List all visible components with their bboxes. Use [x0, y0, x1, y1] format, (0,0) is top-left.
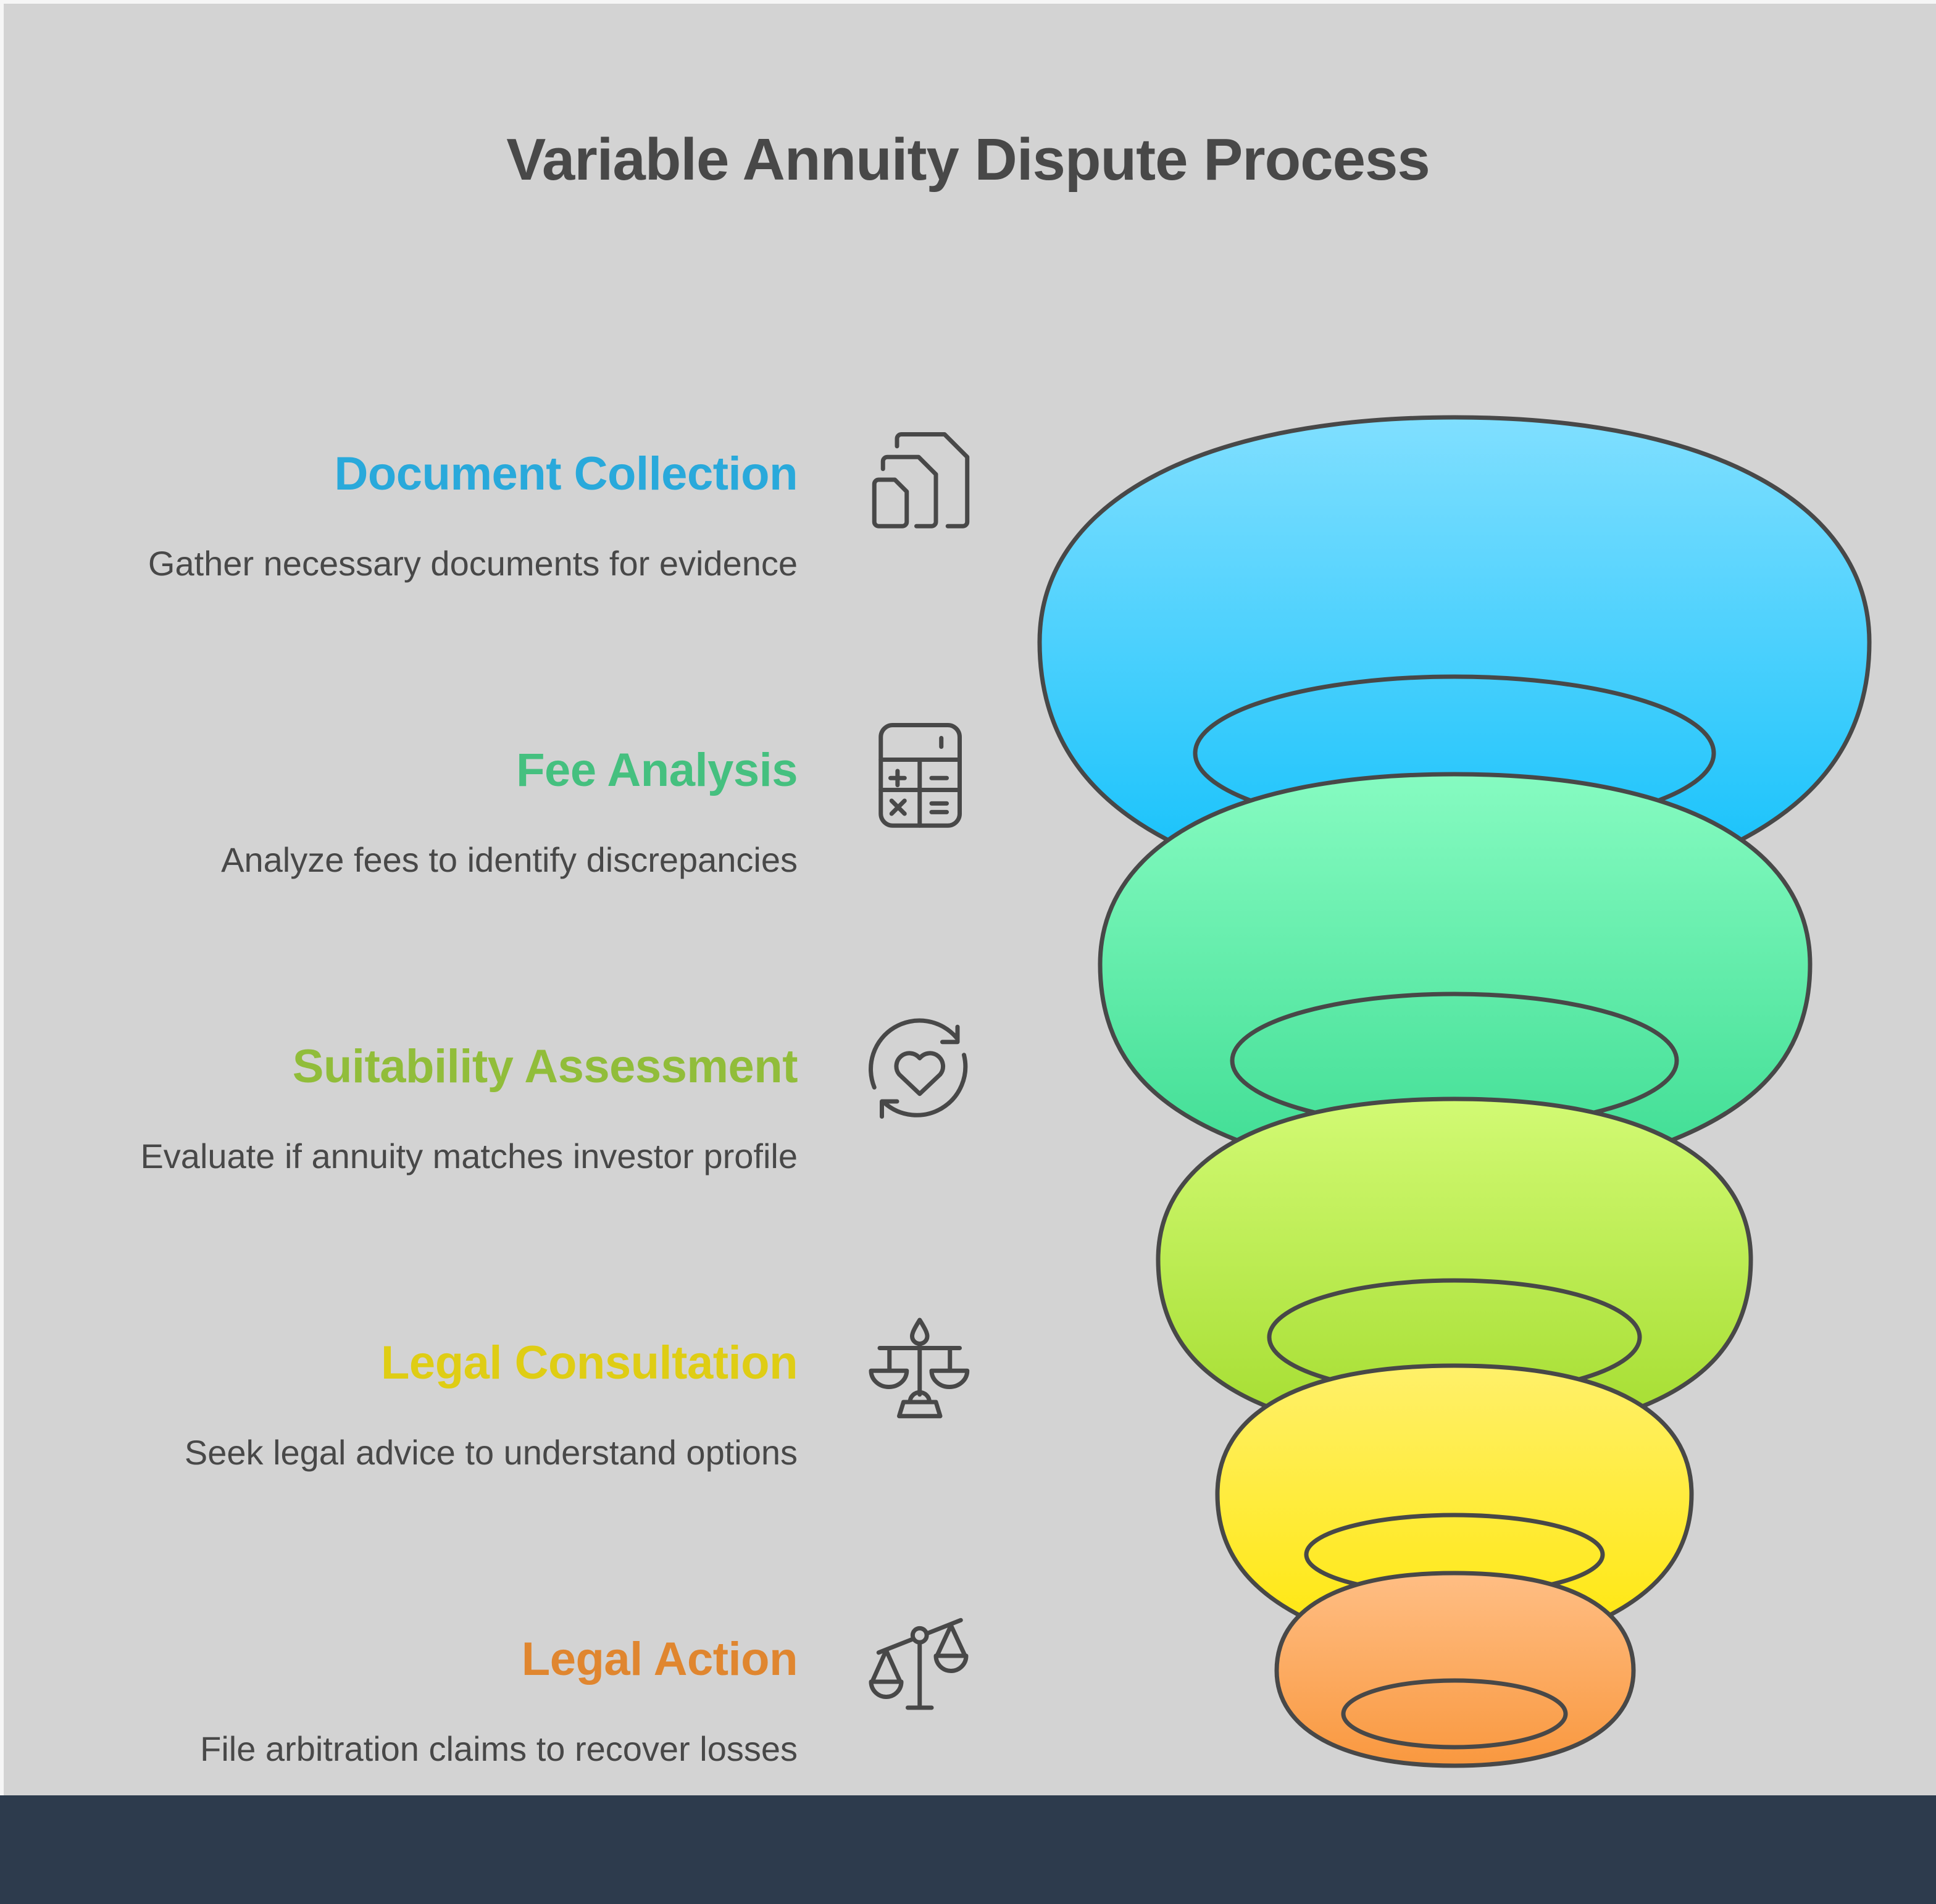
- step-desc-fee-analysis: Analyze fees to identify discrepancies: [221, 840, 798, 879]
- step-desc-legal-action: File arbitration claims to recover losse…: [200, 1729, 798, 1768]
- heart-refresh-icon: [858, 1006, 988, 1136]
- funnel-layer-fee-analysis: [1098, 772, 1813, 1145]
- step-title-suitability-assessment: Suitability Assessment: [292, 1040, 798, 1093]
- step-title-document-collection: Document Collection: [334, 448, 798, 500]
- page-title: Variable Annuity Dispute Process: [506, 127, 1430, 193]
- footer-bar: [0, 1795, 1936, 1904]
- balanced-scale-icon: [858, 1303, 988, 1432]
- tilted-scale-icon: [858, 1604, 988, 1734]
- funnel-layer-legal-action: [1274, 1571, 1636, 1768]
- step-title-legal-action: Legal Action: [521, 1633, 798, 1685]
- step-title-fee-analysis: Fee Analysis: [516, 744, 798, 796]
- step-desc-document-collection: Gather necessary documents for evidence: [148, 544, 798, 583]
- step-title-legal-consultation: Legal Consultation: [381, 1337, 798, 1389]
- step-desc-legal-consultation: Seek legal advice to understand options: [184, 1433, 798, 1472]
- funnel-layer-suitability-assessment: [1156, 1096, 1753, 1411]
- calculator-icon: [858, 710, 988, 840]
- documents-icon: [858, 415, 988, 545]
- step-desc-suitability-assessment: Evaluate if annuity matches investor pro…: [140, 1137, 798, 1175]
